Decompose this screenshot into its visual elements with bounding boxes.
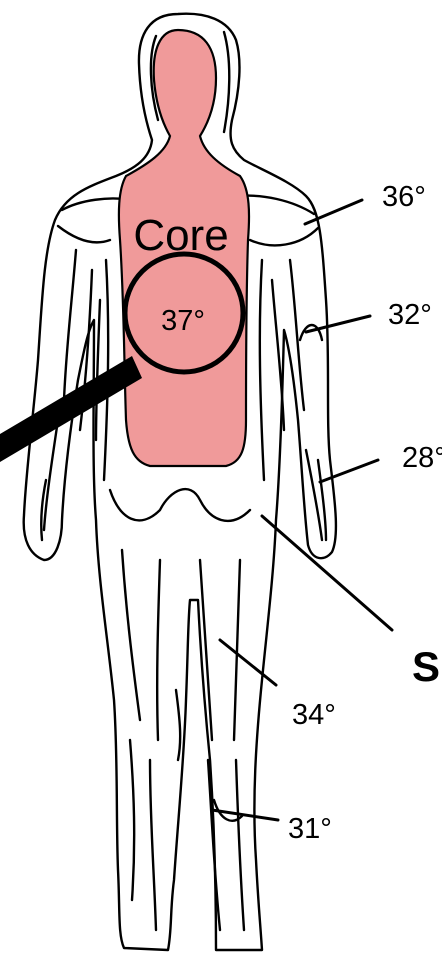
thigh-temp-label: 34°: [292, 699, 336, 731]
hand-temp-label: 28°: [402, 442, 442, 474]
upper-arm-temp-label: 32°: [388, 299, 432, 331]
core-label: Core: [133, 211, 228, 260]
shoulder-temp-label: 36°: [382, 181, 426, 213]
skin-label: S: [412, 643, 440, 690]
calf-temp-label: 31°: [288, 813, 332, 845]
core-temp-label: 37°: [161, 305, 205, 337]
